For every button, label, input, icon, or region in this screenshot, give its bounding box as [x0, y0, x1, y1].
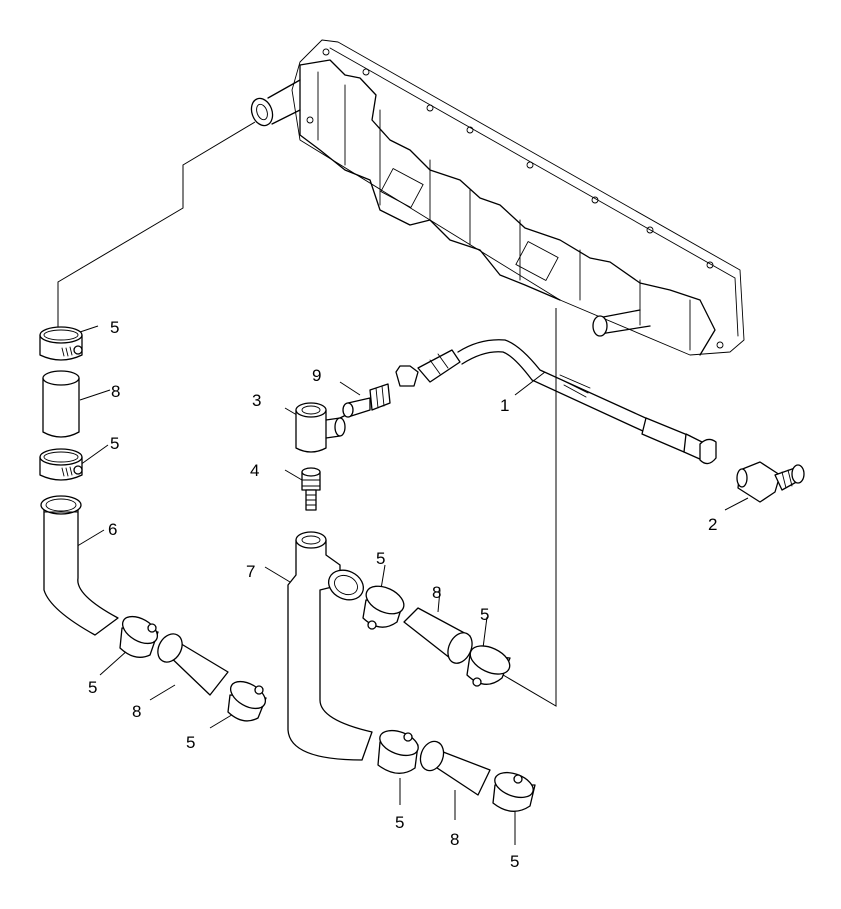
center-clamp-1: [362, 585, 405, 630]
callout-5: 5: [88, 678, 97, 697]
callout-5: 5: [110, 434, 119, 453]
left-clamp-middle: [39, 448, 83, 481]
center-hose: [403, 607, 473, 664]
callout-labels: 5 8 5 6 5 8 5 9 3 4 7 5 8 5 1 2 5 8 5: [88, 318, 717, 871]
callout-8: 8: [450, 830, 459, 849]
bottom-clamp-2: [492, 771, 536, 812]
callout-5: 5: [186, 733, 195, 752]
exhaust-manifold: [250, 39, 745, 356]
left-clamp-top: [39, 326, 83, 361]
callout-5: 5: [395, 813, 404, 832]
elbow-fitting: [736, 461, 805, 503]
bottom-hose: [419, 740, 491, 796]
callout-5: 5: [110, 318, 119, 337]
bottom-left-clamp-1: [119, 615, 159, 658]
callout-8: 8: [432, 583, 441, 602]
callout-8: 8: [111, 382, 120, 401]
connector-9: [339, 383, 391, 419]
bottom-clamp-1: [377, 729, 419, 774]
callout-8: 8: [132, 702, 141, 721]
callout-5: 5: [510, 852, 519, 871]
callout-6: 6: [108, 520, 117, 539]
tee-fitting: [295, 402, 346, 453]
tube-assembly: [395, 339, 717, 465]
left-hose-short: [42, 370, 80, 438]
callout-4: 4: [250, 461, 259, 480]
bottom-left-hose: [157, 633, 229, 696]
callout-5: 5: [480, 605, 489, 624]
elbow-pipe: [40, 495, 119, 636]
adapter-fitting: [301, 467, 321, 511]
bottom-left-clamp-2: [227, 680, 267, 722]
callout-2: 2: [708, 515, 717, 534]
callout-3: 3: [252, 391, 261, 410]
center-clamp-2: [466, 645, 511, 687]
callout-9: 9: [312, 366, 321, 385]
callout-5: 5: [376, 549, 385, 568]
branch-pipe: [287, 531, 373, 761]
callout-7: 7: [246, 562, 255, 581]
leader-lines: [57, 121, 749, 845]
callout-1: 1: [500, 396, 509, 415]
